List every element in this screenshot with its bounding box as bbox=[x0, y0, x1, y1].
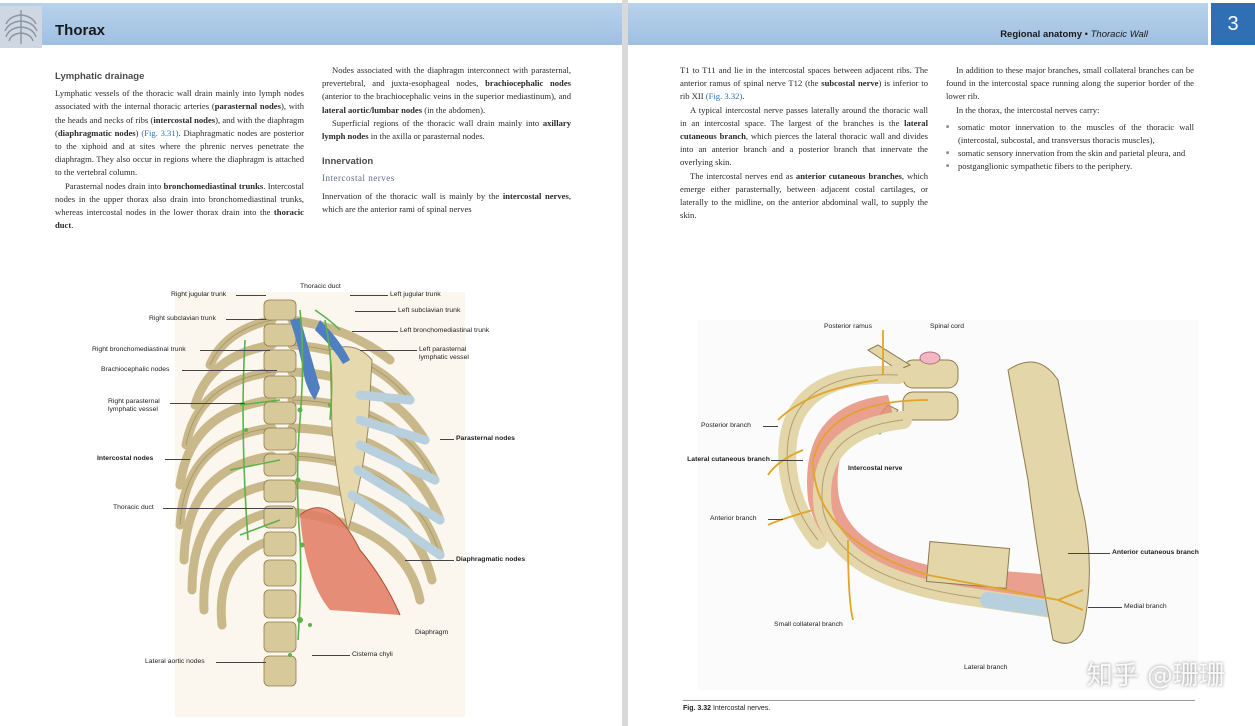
label-left-parasternal-vessel: Left parasternal lymphatic vessel bbox=[419, 346, 469, 361]
label-posterior-ramus: Posterior ramus bbox=[824, 323, 872, 330]
leader-line bbox=[1068, 553, 1110, 554]
paragraph: Nodes associated with the diaphragm inte… bbox=[322, 65, 571, 115]
label-left-jugular-trunk: Left jugular trunk bbox=[390, 291, 441, 298]
text-column-2: Nodes associated with the diaphragm inte… bbox=[322, 64, 571, 216]
label-intercostal-nerve: Intercostal nerve bbox=[848, 465, 903, 472]
label-small-collateral-branch: Small collateral branch bbox=[774, 621, 843, 628]
paragraph: In the thorax, the intercostal nerves ca… bbox=[956, 104, 1100, 115]
leader-line bbox=[226, 319, 266, 320]
label-right-jugular-trunk: Right jugular trunk bbox=[171, 291, 227, 298]
label-spinal-cord: Spinal cord bbox=[930, 323, 965, 330]
paragraph: Parasternal nodes drain into bronchomedi… bbox=[55, 180, 304, 231]
label-parasternal-nodes: Parasternal nodes bbox=[456, 435, 515, 442]
right-page: Regional anatomy • Thoracic Wall 3 T1 to… bbox=[628, 0, 1255, 726]
list-item: somatic sensory innervation from the ski… bbox=[946, 147, 1194, 160]
paragraph: A typical intercostal nerve passes later… bbox=[680, 104, 928, 168]
label-anterior-cutaneous-branch: Anterior cutaneous branch bbox=[1112, 549, 1199, 556]
leader-line bbox=[165, 459, 190, 460]
leader-line bbox=[1088, 607, 1122, 608]
leader-line bbox=[360, 350, 417, 351]
leader-line bbox=[763, 426, 778, 427]
bullet-list: somatic motor innervation to the muscles… bbox=[946, 121, 1194, 174]
leader-line bbox=[355, 311, 396, 312]
leader-line bbox=[350, 295, 388, 296]
leader-line bbox=[170, 403, 245, 404]
label-diaphragm: Diaphragm bbox=[415, 629, 449, 636]
figure-reference-link[interactable]: (Fig. 3.31) bbox=[141, 127, 179, 138]
chapter-number-tab: 3 bbox=[1211, 3, 1255, 45]
chapter-header: Thorax bbox=[0, 3, 622, 48]
label-lateral-aortic-nodes: Lateral aortic nodes bbox=[145, 658, 205, 665]
label-thoracic-duct-top: Thoracic duct bbox=[300, 283, 341, 290]
leader-line bbox=[200, 350, 270, 351]
text-column-1: Lymphatic drainage Lymphatic vessels of … bbox=[55, 70, 304, 232]
section-heading: Innervation bbox=[322, 156, 374, 168]
leader-line bbox=[216, 662, 266, 663]
leader-line bbox=[768, 519, 783, 520]
left-page: Thorax Lymphatic drainage Lymphatic vess… bbox=[0, 0, 622, 726]
list-item: postganglionic sympathetic fibers to the… bbox=[946, 160, 1194, 173]
label-anterior-branch: Anterior branch bbox=[710, 515, 757, 522]
running-head: Regional anatomy • Thoracic Wall bbox=[1000, 29, 1148, 40]
paragraph: The intercostal nerves end as anterior c… bbox=[680, 170, 928, 221]
figure-caption: Fig. 3.32 Intercostal nerves. bbox=[683, 700, 1195, 712]
label-left-bronchomediastinal-trunk: Left bronchomediastinal trunk bbox=[400, 327, 490, 334]
watermark: 知乎 @珊珊 bbox=[1086, 661, 1225, 691]
label-brachiocephalic-nodes: Brachiocephalic nodes bbox=[101, 366, 170, 373]
leader-line bbox=[405, 560, 454, 561]
text-column-1: T1 to T11 and lie in the intercostal spa… bbox=[680, 64, 928, 222]
label-cisterna-chyli: Cisterna chyli bbox=[352, 651, 393, 658]
paragraph: Innervation of the thoracic wall is main… bbox=[322, 190, 571, 214]
running-header: Regional anatomy • Thoracic Wall bbox=[628, 3, 1208, 45]
leader-line bbox=[771, 460, 803, 461]
chapter-title: Thorax bbox=[55, 22, 106, 39]
label-intercostal-nodes: Intercostal nodes bbox=[97, 455, 154, 462]
label-lateral-branch: Lateral branch bbox=[964, 664, 1008, 671]
leader-line bbox=[312, 655, 350, 656]
text-column-2: In addition to these major branches, sma… bbox=[946, 64, 1194, 174]
label-lateral-cutaneous-branch: Lateral cutaneous branch bbox=[687, 456, 770, 463]
label-thoracic-duct: Thoracic duct bbox=[113, 504, 154, 511]
figure-intercostal-nerves: Posterior ramus Spinal cord Posterior br… bbox=[628, 310, 1255, 695]
page-gutter bbox=[622, 0, 628, 726]
paragraph: Lymphatic vessels of the thoracic wall d… bbox=[55, 88, 305, 178]
label-right-parasternal-vessel: Right parasternal lymphatic vessel bbox=[108, 398, 160, 413]
figure-reference-link[interactable]: (Fig. 3.32) bbox=[705, 91, 743, 102]
paragraph: In addition to these major branches, sma… bbox=[946, 65, 1194, 102]
leader-line bbox=[352, 331, 398, 332]
label-diaphragmatic-nodes: Diaphragmatic nodes bbox=[456, 556, 526, 563]
paragraph: Superficial regions of the thoracic wall… bbox=[322, 117, 571, 142]
figure-lymphatic-drainage: Thoracic duct Right jugular trunk Right … bbox=[0, 280, 622, 726]
intercostal-nerve-illustration bbox=[698, 320, 1198, 690]
chapter-thumbnail-icon bbox=[0, 6, 42, 48]
leader-line bbox=[236, 295, 266, 296]
paragraph: T1 to T11 and lie in the intercostal spa… bbox=[680, 65, 928, 102]
section-heading: Lymphatic drainage bbox=[55, 71, 145, 82]
thorax-lymphatic-illustration bbox=[175, 292, 465, 717]
label-medial-branch: Medial branch bbox=[1124, 603, 1167, 610]
label-posterior-branch: Posterior branch bbox=[701, 422, 751, 429]
leader-line bbox=[163, 508, 293, 509]
label-right-subclavian-trunk: Right subclavian trunk bbox=[149, 315, 216, 322]
leader-line bbox=[182, 370, 277, 371]
leader-line bbox=[440, 439, 454, 440]
list-item: somatic motor innervation to the muscles… bbox=[946, 121, 1194, 147]
subsection-heading: Intercostal nerves bbox=[322, 173, 395, 184]
label-right-bronchomediastinal-trunk: Right bronchomediastinal trunk bbox=[92, 346, 186, 353]
label-left-subclavian-trunk: Left subclavian trunk bbox=[398, 307, 461, 314]
